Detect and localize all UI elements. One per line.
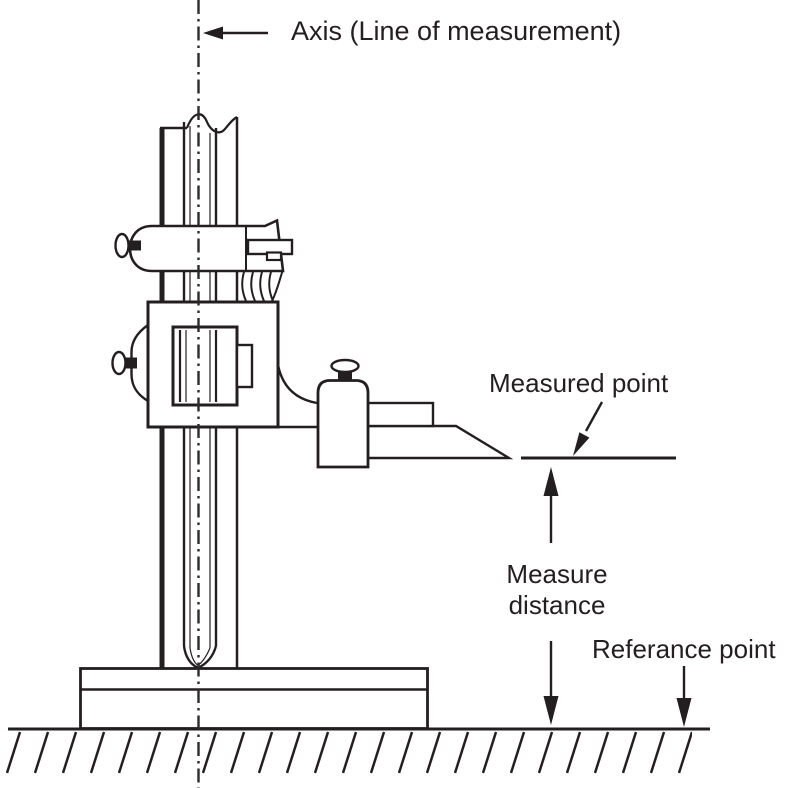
- reference-point-label: Referance point: [592, 634, 776, 664]
- scriber-knob-icon: [330, 358, 360, 374]
- scriber-holder: [366, 401, 435, 428]
- scriber-assembly: [316, 358, 514, 469]
- gauge-base: [79, 667, 429, 730]
- measure-distance-up-arrow: [543, 467, 559, 543]
- carriage-knob-stem: [124, 357, 137, 369]
- carriage-knob-icon: [111, 350, 127, 376]
- clamp-knob-stem: [128, 240, 141, 251]
- clamp-knob-icon: [114, 232, 130, 259]
- reference-point-arrow: [676, 666, 692, 727]
- scriber-clamp-block: [316, 379, 370, 469]
- scale-window: [171, 325, 239, 407]
- measure-distance-label-line2: distance: [508, 590, 606, 620]
- measure-distance-down-arrow: [543, 641, 559, 725]
- beam-break-line: [185, 113, 238, 134]
- axis-label: Axis (Line of measurement): [291, 16, 622, 46]
- scriber-blade: [366, 424, 514, 460]
- measured-point-arrow: [573, 401, 604, 456]
- scale-window-beam-lines: [178, 330, 218, 402]
- measured-point-label: Measured point: [489, 368, 669, 398]
- flex-coupling-lines: [241, 270, 284, 302]
- axis-arrow: [203, 26, 268, 40]
- scriber-knob-stem: [338, 370, 352, 381]
- vernier-plate: [235, 343, 254, 389]
- ground-hatching: [6, 730, 692, 776]
- measure-distance-label: Measure distance: [492, 559, 622, 621]
- slider-carriage: [111, 300, 318, 429]
- fine-adjust-clamp: [114, 218, 294, 302]
- measure-distance-label-line1: Measure: [506, 559, 608, 589]
